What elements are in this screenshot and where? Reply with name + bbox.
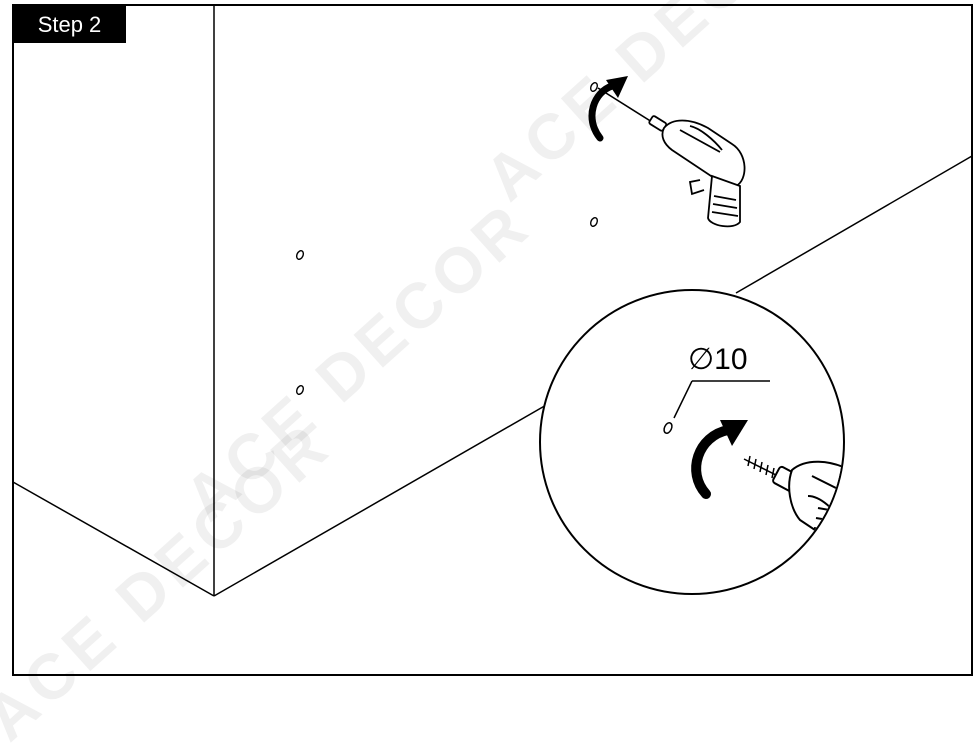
detail-circle <box>539 289 845 595</box>
dimension-leader <box>673 380 693 419</box>
hole-icon <box>295 250 305 260</box>
drill-icon <box>648 115 746 228</box>
frame-border <box>12 4 973 676</box>
floor-edge-right-a <box>213 403 549 597</box>
floor-edge-right-b <box>735 155 973 294</box>
hole-icon <box>589 217 599 227</box>
hole-icon <box>295 385 305 395</box>
rotation-arrow-icon <box>691 420 748 499</box>
hole-icon <box>663 422 673 434</box>
floor-edge-left <box>12 481 215 597</box>
wall-corner-drawing <box>12 4 973 676</box>
rotation-arrow-icon <box>588 76 628 142</box>
step-label: Step 2 <box>13 6 126 43</box>
hole-icon <box>589 82 599 92</box>
dimension-label: ∅10 <box>688 343 748 376</box>
